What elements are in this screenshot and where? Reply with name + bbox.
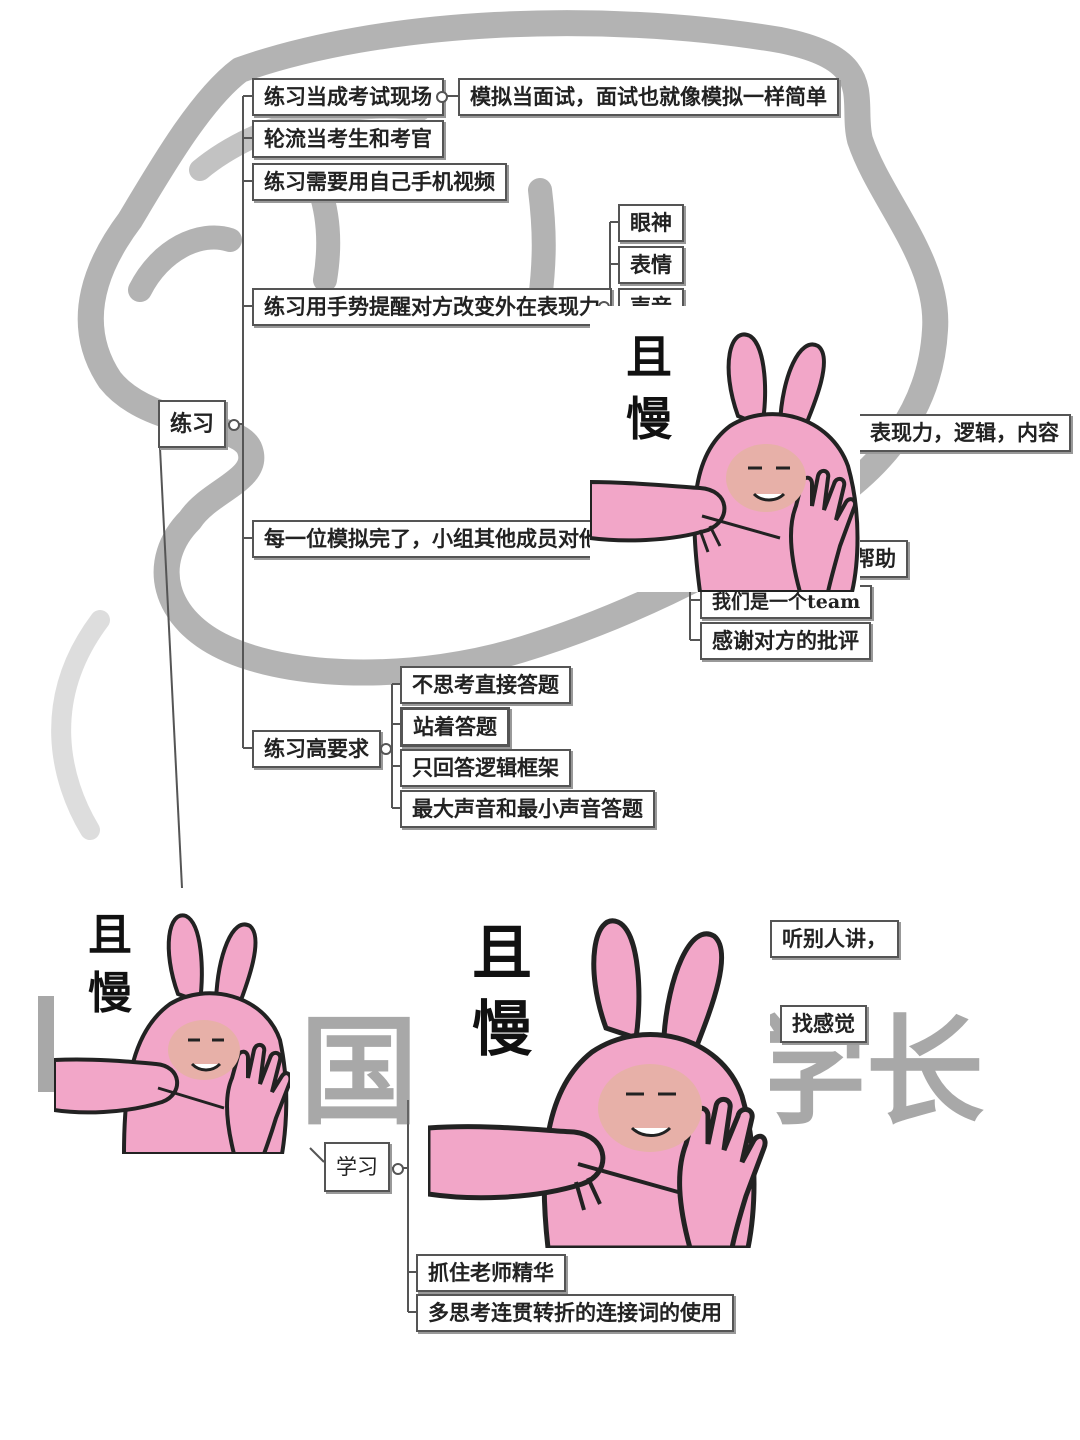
- watermark-part1: 国: [300, 1003, 419, 1141]
- node-study-connectives: 多思考连贯转折的连接词的使用: [416, 1294, 734, 1332]
- meme-caption-2: 慢: [88, 968, 132, 1019]
- rabbit-illustration: [590, 332, 860, 592]
- rabbit-illustration: [428, 918, 768, 1248]
- meme-caption-1: 且: [88, 910, 132, 961]
- node-gesture-expression: 表情: [618, 246, 684, 284]
- node-feedback-thanks: 感谢对方的批评: [700, 622, 871, 660]
- node-feedback-aspects: 表现力，逻辑，内容: [858, 414, 1071, 452]
- node-req-standing: 站着答题: [400, 707, 510, 747]
- meme-caption-1: 且: [626, 330, 672, 384]
- meme-caption-2: 慢: [626, 392, 672, 446]
- node-exam-scene-child: 模拟当面试，面试也就像模拟一样简单: [458, 78, 839, 116]
- node-connector: [436, 91, 448, 103]
- node-req-volume: 最大声音和最小声音答题: [400, 790, 655, 828]
- rabbit-illustration: [54, 913, 290, 1154]
- node-connector: [392, 1163, 404, 1175]
- node-gesture-eyes: 眼神: [618, 204, 684, 242]
- meme-rabbit-bottom-left: 且 慢: [54, 890, 290, 1154]
- node-study-essence: 抓住老师精华: [416, 1254, 566, 1292]
- node-study-root: 学习: [324, 1142, 390, 1192]
- node-exam-scene: 练习当成考试现场: [252, 78, 444, 116]
- node-connector: [380, 743, 392, 755]
- meme-caption-1: 且: [472, 919, 532, 989]
- node-study-feel: 找感觉: [780, 1005, 867, 1043]
- node-req-framework: 只回答逻辑框架: [400, 749, 571, 787]
- node-req-no-thinking: 不思考直接答题: [400, 666, 571, 704]
- node-connector: [228, 419, 240, 431]
- meme-caption-2: 慢: [472, 995, 532, 1065]
- node-study-listen: 听别人讲，: [770, 920, 899, 958]
- node-gesture-reminder: 练习用手势提醒对方改变外在表现力: [252, 288, 612, 326]
- watermark-part2: 学长: [748, 1003, 985, 1141]
- meme-rabbit-top: 且 慢: [590, 306, 860, 592]
- node-group-feedback: 每一位模拟完了，小组其他成员对他评: [252, 520, 633, 558]
- node-high-requirement: 练习高要求: [252, 730, 381, 768]
- meme-rabbit-bottom-center: 且 慢: [428, 888, 770, 1248]
- node-practice-root: 练习: [158, 400, 227, 448]
- node-phone-video: 练习需要用自己手机视频: [252, 163, 507, 201]
- node-rotate-roles: 轮流当考生和考官: [252, 120, 444, 158]
